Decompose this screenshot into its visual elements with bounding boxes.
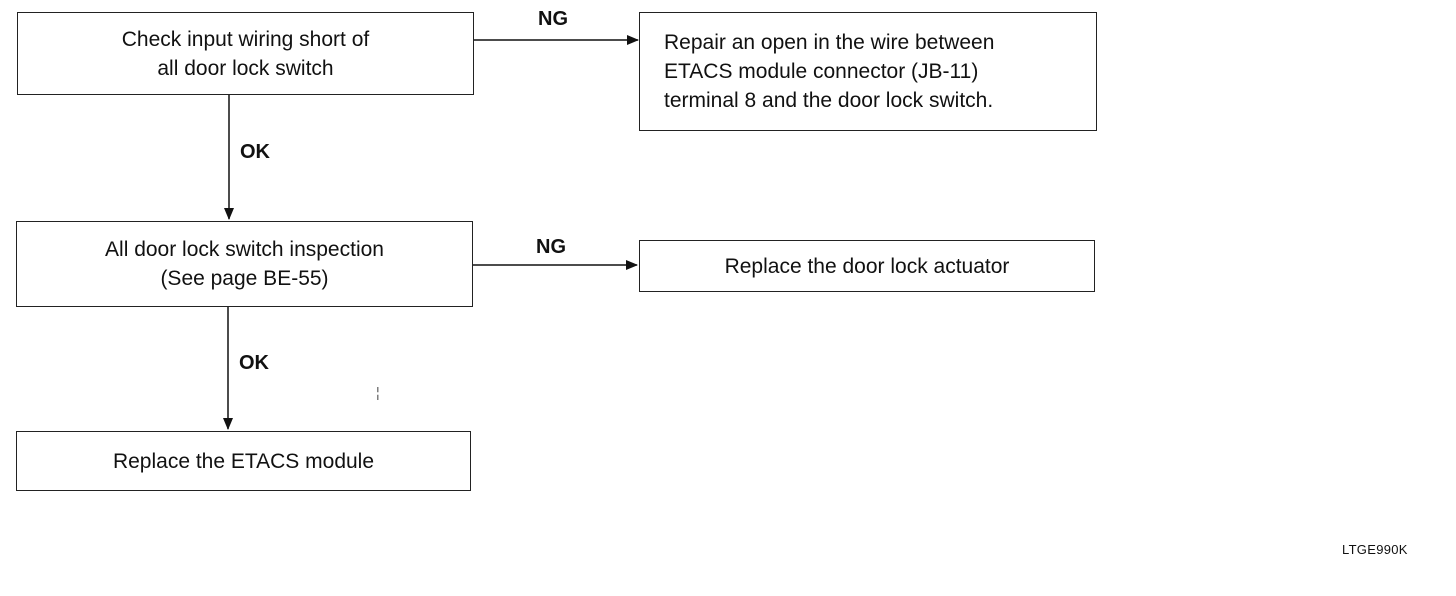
ok-label-1: OK (240, 141, 270, 163)
reference-code: LTGE990K (1342, 542, 1408, 557)
repair-open-box: Repair an open in the wire between ETACS… (639, 12, 1097, 131)
repair-open-line2: ETACS module connector (JB-11) (664, 60, 979, 83)
check-wiring-line1: Check input wiring short of (121, 27, 370, 51)
repair-open-line3: terminal 8 and the door lock switch. (664, 89, 994, 112)
repair-open-line1: Repair an open in the wire between (664, 31, 995, 54)
switch-inspection-line2: (See page BE-55) (160, 267, 329, 290)
ng-label-2: NG (536, 236, 566, 258)
replace-actuator-box: Replace the door lock actuator (639, 240, 1095, 292)
replace-module-box: Replace the ETACS module (16, 431, 471, 491)
switch-inspection-line1: All door lock switch inspection (105, 238, 384, 261)
switch-inspection-box: All door lock switch inspection (See pag… (16, 221, 473, 307)
ok-label-2: OK (239, 352, 269, 374)
scan-speck: ¦ (376, 384, 380, 400)
replace-module-line1: Replace the ETACS module (112, 449, 375, 473)
ng-label-1: NG (538, 8, 568, 30)
replace-actuator-line1: Replace the door lock actuator (724, 254, 1010, 278)
check-wiring-box: Check input wiring short of all door loc… (17, 12, 474, 95)
check-wiring-line2: all door lock switch (157, 56, 334, 80)
